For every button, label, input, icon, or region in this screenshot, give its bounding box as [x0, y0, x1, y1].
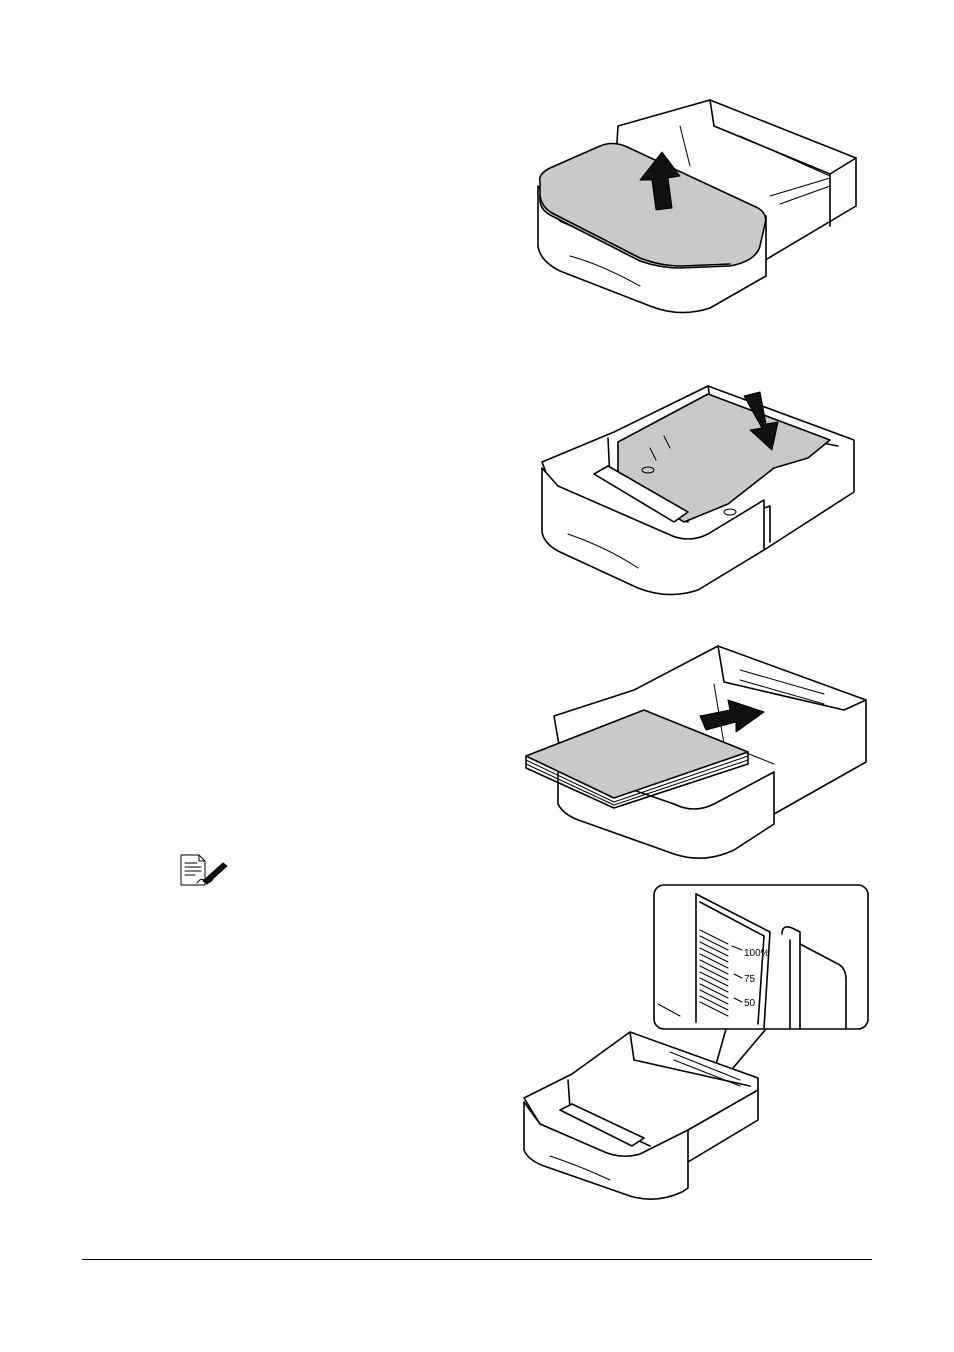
- scale-label-50: 50: [744, 998, 756, 1009]
- scale-label-100: 100%: [744, 948, 770, 959]
- figure-load-paper: [524, 644, 868, 864]
- scale-label-75: 75: [744, 974, 756, 985]
- note-pencil-icon: [179, 853, 229, 887]
- figure-remove-tray-cover: [530, 96, 864, 318]
- figure-press-lifting-plate: [538, 382, 856, 600]
- figure-paper-level-indicator: 100% 75 50: [520, 884, 870, 1202]
- footer-divider: [82, 1259, 872, 1260]
